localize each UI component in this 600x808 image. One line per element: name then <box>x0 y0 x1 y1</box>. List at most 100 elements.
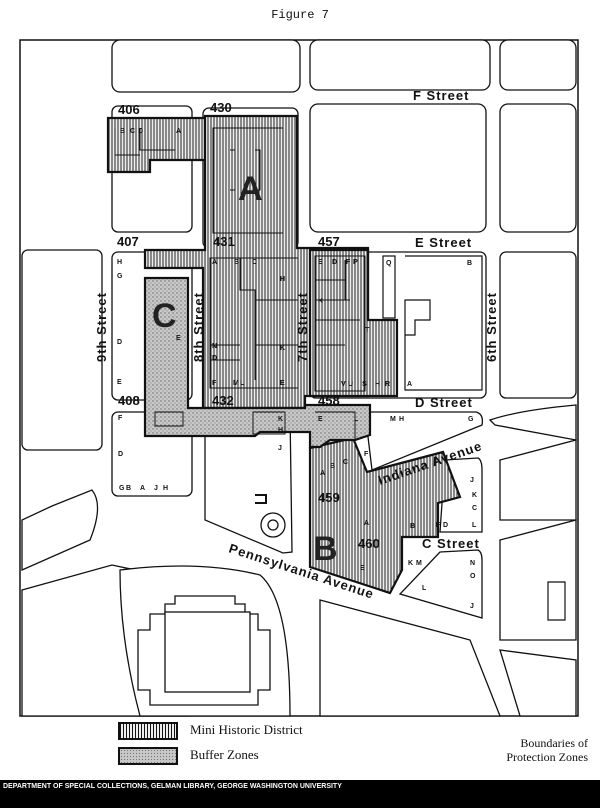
lot-letter: K <box>280 345 285 352</box>
lot-letter: T <box>365 327 370 334</box>
map-frame <box>19 39 579 717</box>
lot-letter: B <box>234 259 239 266</box>
lot-letter: D <box>118 451 123 458</box>
mini-historic-districts <box>106 114 462 595</box>
lot-letter: Q <box>386 260 392 267</box>
zone-b-district <box>308 436 462 595</box>
square-432: 432 <box>212 393 234 408</box>
zone-b-label: B <box>313 530 338 568</box>
square-408: 408 <box>118 393 140 408</box>
lot-letter: S <box>362 381 367 388</box>
square-457-district <box>308 248 399 398</box>
d-street-label: D Street <box>415 395 473 410</box>
lot-letter: K <box>408 560 413 567</box>
lot-letter: A <box>407 381 412 388</box>
zone-a-label: A <box>238 170 263 208</box>
lot-letter: B <box>467 260 472 267</box>
lot-letter: V <box>341 381 346 388</box>
square-431: 431 <box>213 234 235 249</box>
lot-letter: B <box>120 128 125 135</box>
9th-street-label: 9th Street <box>94 292 109 362</box>
lot-letters: B C D A H G D E E A B C H N D F M L K E … <box>117 128 477 610</box>
lot-letter: K <box>472 492 477 499</box>
lot-letter: G <box>119 485 125 492</box>
mini-historic-swatch <box>118 722 178 740</box>
square-numbers: 406 430 407 431 457 408 432 458 459 460 <box>117 100 380 551</box>
mini-historic-legend-label: Mini Historic District <box>190 722 303 737</box>
lot-letter: O <box>470 573 476 580</box>
lot-letter: G <box>468 416 474 423</box>
lot-letter: R <box>385 381 390 388</box>
lot-letter: M <box>390 416 396 423</box>
lot-letter: A <box>140 485 145 492</box>
lot-letter: F <box>364 451 369 458</box>
7th-street-label: 7th Street <box>295 292 310 362</box>
square-457: 457 <box>318 234 340 249</box>
lot-letter: L <box>472 522 477 529</box>
lot-letter: H <box>163 485 168 492</box>
lot-letter: F <box>436 522 441 529</box>
square-460: 460 <box>358 536 380 551</box>
lot-letter: N <box>470 560 475 567</box>
c-street-label: C Street <box>422 536 480 551</box>
lot-letter: D <box>332 259 337 266</box>
lot-letter: D <box>117 339 122 346</box>
lot-letter: E <box>360 565 365 572</box>
square-407: 407 <box>117 234 139 249</box>
lot-letter: B <box>410 523 415 530</box>
footer-credit: DEPARTMENT OF SPECIAL COLLECTIONS, GELMA… <box>0 780 600 808</box>
lot-letter: F <box>118 415 123 422</box>
lot-letter: A <box>176 128 181 135</box>
lot-letter: F <box>212 380 217 387</box>
lot-letter: H <box>117 259 122 266</box>
lot-letter: E <box>176 335 181 342</box>
lot-letter: C <box>343 459 348 466</box>
lot-letter: B <box>126 485 131 492</box>
lot-letter: K <box>318 298 323 305</box>
lot-letter: P <box>353 259 358 266</box>
lot-letter: L <box>354 416 359 423</box>
lot-letter: F <box>346 259 351 266</box>
lot-letter: E <box>280 380 285 387</box>
lot-letter: J <box>278 445 282 452</box>
lot-letter: C <box>472 505 477 512</box>
square-430: 430 <box>210 100 232 115</box>
lot-letter: N <box>212 343 217 350</box>
lot-letter: B <box>330 463 335 470</box>
lot-letter: H <box>280 276 285 283</box>
lot-letter: D <box>443 522 448 529</box>
lot-letter: E <box>117 379 122 386</box>
square-459: 459 <box>318 490 340 505</box>
e-street-label: E Street <box>415 235 472 250</box>
lot-letter: D <box>212 355 217 362</box>
zone-c-label: C <box>152 297 177 335</box>
lot-letter: U <box>348 381 353 388</box>
lot-letter: E <box>318 416 323 423</box>
lot-letter: C <box>130 128 135 135</box>
square-406: 406 <box>118 102 140 117</box>
lot-letter: J <box>470 477 474 484</box>
lot-letter: G <box>117 273 123 280</box>
buffer-swatch <box>118 747 178 765</box>
lot-letter: K <box>278 416 283 423</box>
lot-letter: H <box>278 427 283 434</box>
6th-street-label: 6th Street <box>484 292 499 362</box>
lot-letter: A <box>320 470 325 477</box>
lot-letter: L <box>240 380 245 387</box>
lot-letter: J <box>154 485 158 492</box>
buffer-zones <box>143 276 372 449</box>
lot-letter: C <box>252 259 257 266</box>
map-caption-line1: Boundaries of <box>520 736 588 750</box>
lot-letter: H <box>375 381 380 388</box>
lot-letter: L <box>422 585 427 592</box>
lot-letter: A <box>212 259 217 266</box>
lot-letter: E <box>318 259 323 266</box>
lot-letter: H <box>399 416 404 423</box>
square-458: 458 <box>318 393 340 408</box>
8th-street-label: 8th Street <box>191 292 206 362</box>
map-caption-line2: Protection Zones <box>506 750 588 764</box>
lot-letter: A <box>364 520 369 527</box>
lot-letter: M <box>416 560 422 567</box>
lot-letter: D <box>138 128 143 135</box>
